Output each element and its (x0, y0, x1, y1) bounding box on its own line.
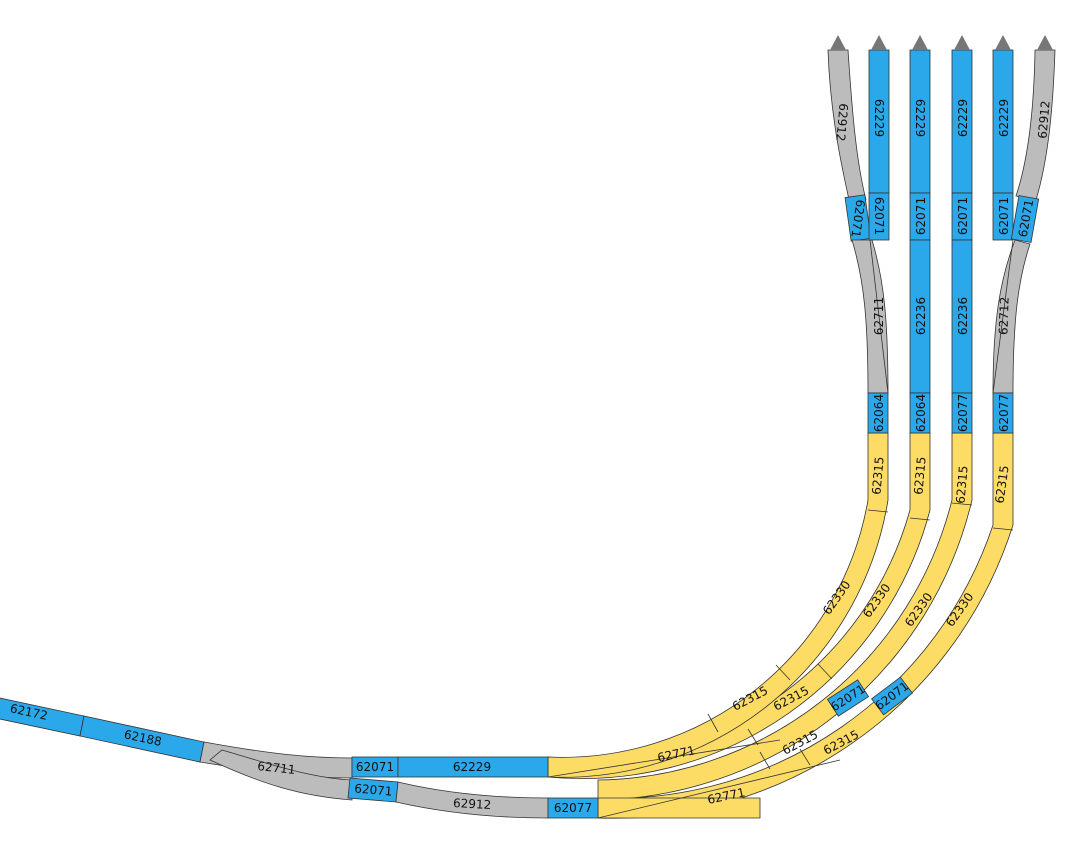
track-1-top-label: 62912 (833, 103, 850, 142)
arrow-4-icon (954, 35, 970, 50)
track-5-top2-label: 62071 (997, 197, 1011, 235)
track-5-bot-label: 62077 (997, 394, 1011, 432)
track-3-bot (909, 392, 931, 434)
track-end-arrows (830, 35, 1053, 50)
curve-dividers (707, 502, 1014, 770)
crossing-line-2 (597, 759, 841, 819)
track-4-straight-label: 62315 (953, 465, 970, 504)
lower-lead-a-label: 62071 (354, 781, 393, 798)
upper-lead-b (397, 756, 549, 778)
track-5-top2 (992, 192, 1014, 241)
arrow-1-icon (830, 35, 846, 50)
lead-switch-label: 62711 (257, 759, 296, 777)
lead-switch-branch (209, 749, 353, 801)
track-5-bot (992, 392, 1014, 434)
track-6-top2 (1010, 195, 1040, 243)
track-5-diverge (992, 239, 1014, 394)
arrow-2-icon (871, 35, 887, 50)
arrow-5-icon (995, 35, 1011, 50)
track-4-bot-label: 62077 (956, 394, 970, 432)
track-3-straight-label: 62315 (911, 456, 928, 495)
track-1-top (827, 49, 867, 205)
track-5-mid-label: 62712 (996, 297, 1011, 336)
track-6-top-label: 62912 (1035, 100, 1052, 139)
track-4-top2-label: 62071 (956, 197, 970, 235)
upper-lead-a-label: 62071 (356, 760, 394, 774)
track-4-mid-label: 62236 (956, 297, 970, 335)
track-1-top2-label: 62071 (848, 199, 867, 239)
lower-lead-b-label: 62912 (453, 796, 492, 812)
upper-lead-b-label: 62229 (453, 760, 491, 774)
lower-lead-c (547, 797, 599, 819)
track-2-diverge (869, 239, 889, 394)
track-3-mid-label: 62236 (914, 297, 928, 335)
track-5-straight-label: 62315 (992, 465, 1011, 505)
track-1-mid-label: 62711 (872, 297, 886, 335)
arrow-3-icon (912, 35, 928, 50)
track-2-top-label: 62229 (872, 99, 886, 137)
track-3-top2-label: 62071 (914, 197, 928, 235)
track-4-bot (951, 392, 973, 434)
track-3-bot-label: 62064 (914, 394, 928, 432)
track-1-bot-label: 62064 (872, 394, 886, 432)
lower-lead-c-label: 62077 (554, 801, 592, 815)
crossing-line-1 (547, 739, 781, 778)
arrow-6-icon (1037, 35, 1053, 50)
track-1-straight-label: 62315 (869, 456, 886, 495)
track-6-top2-label: 62071 (1016, 198, 1036, 238)
track-3-top-label: 62229 (913, 99, 927, 137)
track-1-bot (867, 392, 889, 434)
track-2-top2 (868, 192, 890, 241)
track-2-top2-label: 62071 (872, 197, 886, 235)
track-4-top-label: 62229 (956, 99, 970, 137)
track-5-top-label: 62229 (997, 99, 1011, 137)
